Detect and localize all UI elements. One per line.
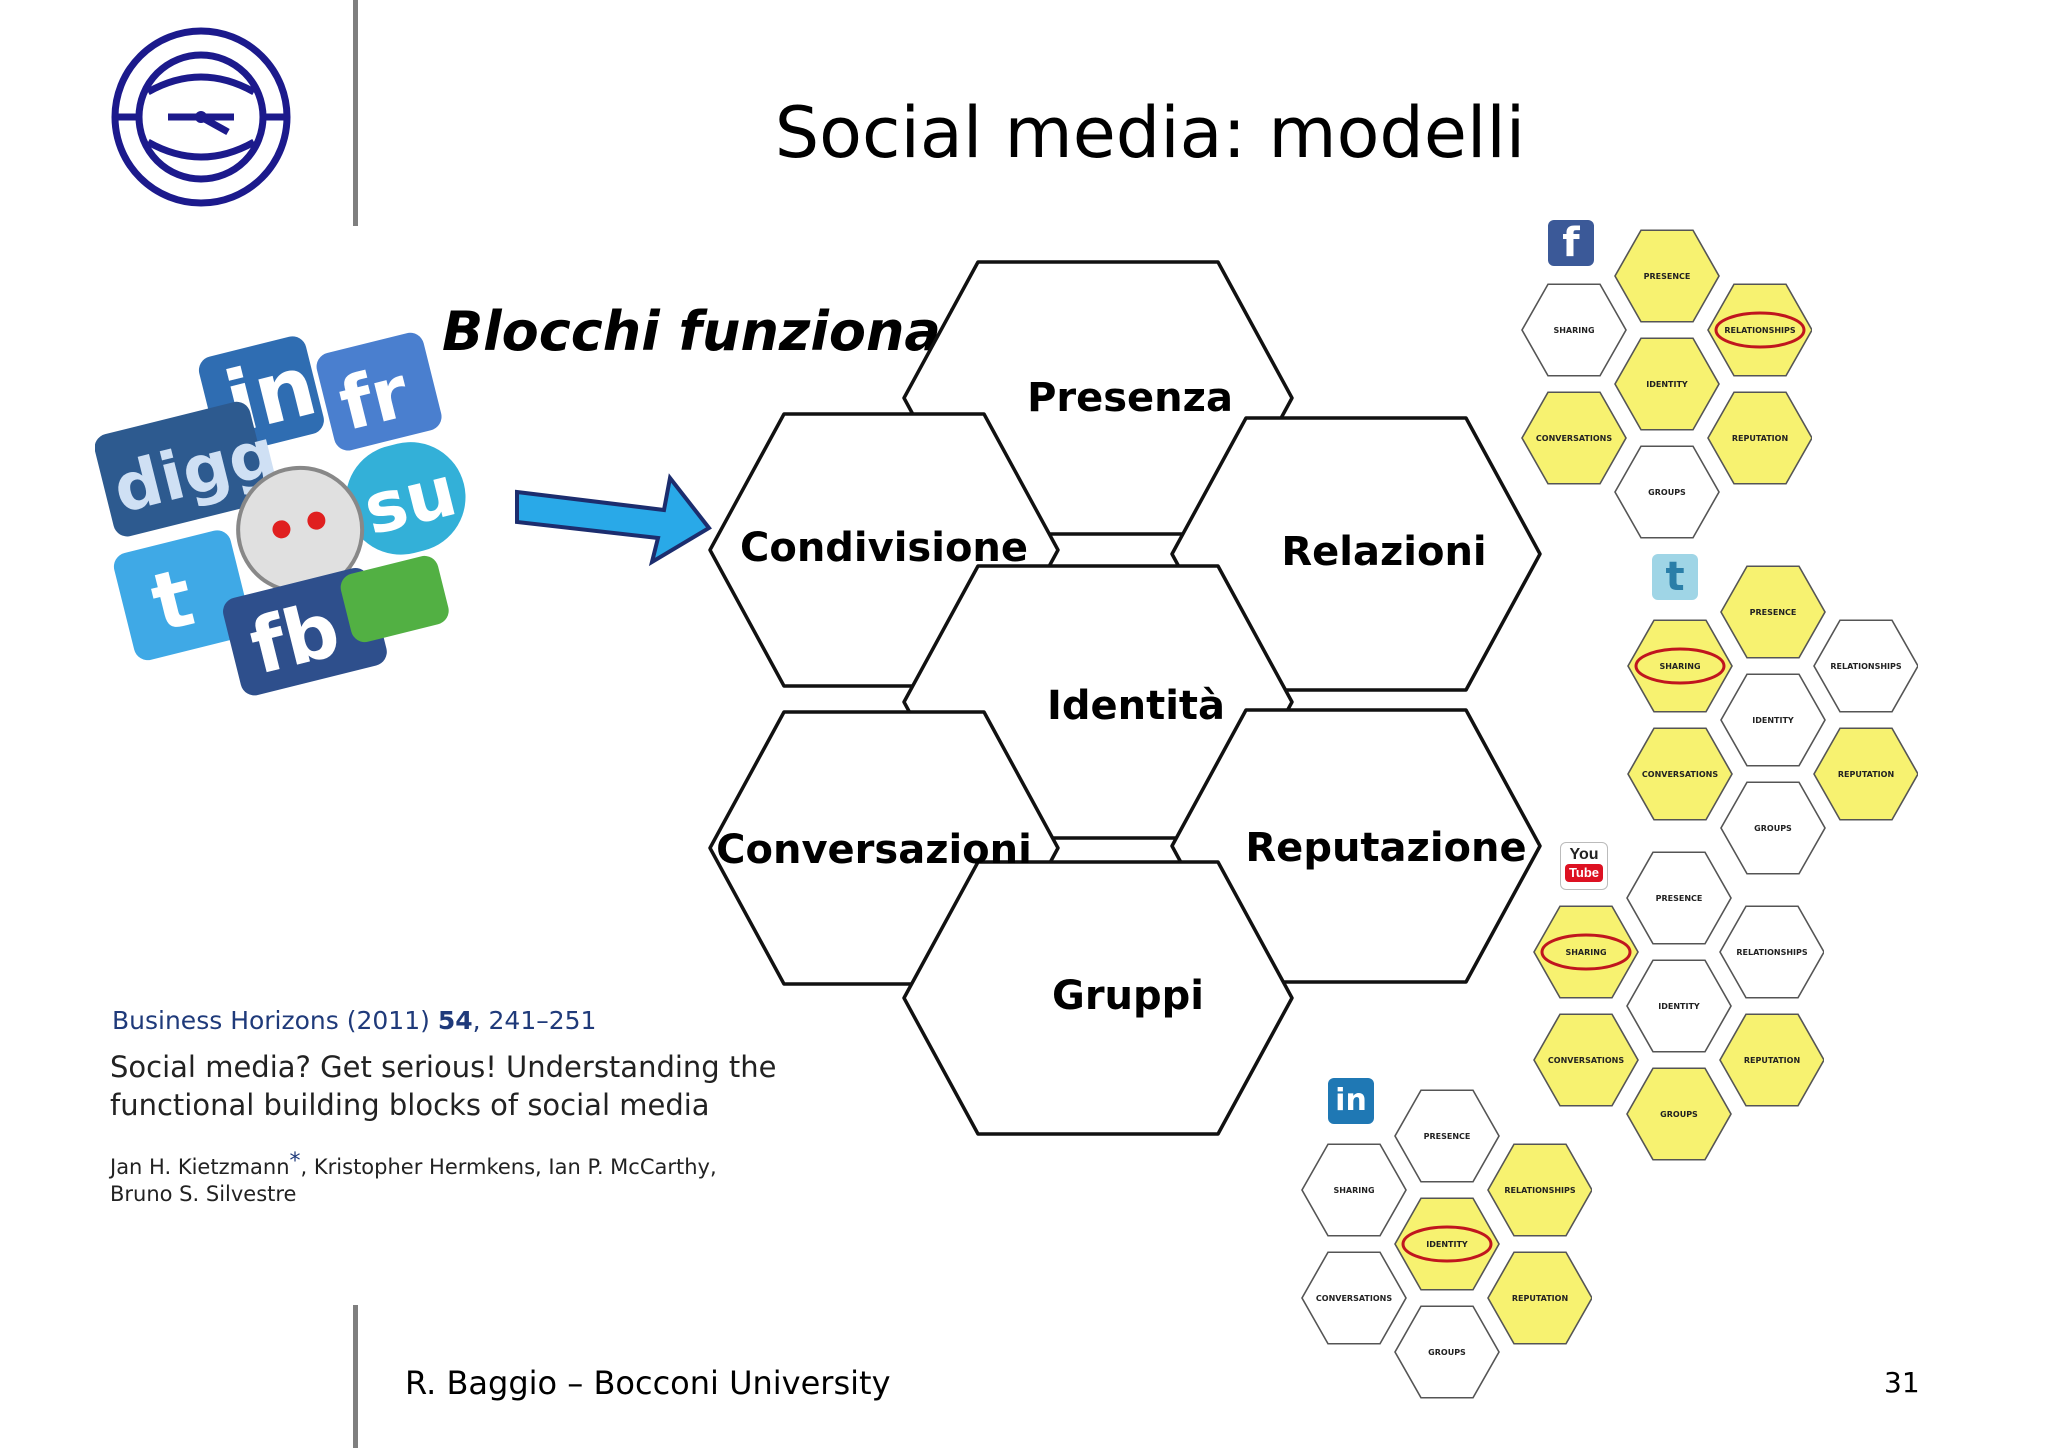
youtube-cell-label-conversations: CONVERSATIONS <box>1548 1056 1624 1065</box>
facebook-cell-label-reputation: REPUTATION <box>1732 434 1788 443</box>
twitter-tile <box>113 530 252 661</box>
facebook-honeycomb: SHARING PRESENCE RELATIONSHIPS IDENTITY CONV… <box>1521 229 1812 539</box>
facebook-cell-label-sharing: SHARING <box>1553 326 1594 335</box>
twitter-highlight-ring <box>1634 647 1726 685</box>
linkedin-highlight-ring <box>1401 1225 1493 1263</box>
facebook-cell-relationships <box>1707 283 1812 377</box>
linkedin-cell-label-groups: GROUPS <box>1428 1348 1466 1357</box>
facebook-cell-groups <box>1614 445 1720 539</box>
linkedin-honeycomb: SHARING PRESENCE RELATIONSHIPS IDENTITY CONV… <box>1301 1089 1592 1399</box>
twitter-cell-label-reputation: REPUTATION <box>1838 770 1894 779</box>
facebook-cell-label-identity: IDENTITY <box>1646 380 1688 389</box>
youtube-cell-label-identity: IDENTITY <box>1658 1002 1700 1011</box>
youtube-cell-presence <box>1626 851 1732 945</box>
twitter-cell-label-identity: IDENTITY <box>1752 716 1794 725</box>
hex-label-groups: Gruppi <box>1051 973 1205 1019</box>
facebook-cell-label-conversations: CONVERSATIONS <box>1536 434 1612 443</box>
twitter-icon: t <box>1652 554 1698 600</box>
linkedin-cell-label-presence: PRESENCE <box>1424 1132 1471 1141</box>
linkedin-cell-label-sharing: SHARING <box>1333 1186 1374 1195</box>
facebook-cell-label-presence: PRESENCE <box>1644 272 1691 281</box>
facebook-icon: f <box>1548 220 1594 266</box>
linkedin-cell-reputation <box>1487 1251 1592 1345</box>
main-honeycomb <box>708 260 1542 1136</box>
facebook-highlight-ring <box>1714 311 1806 349</box>
youtube-cell-identity <box>1626 959 1732 1053</box>
facebook-cell-sharing <box>1521 283 1627 377</box>
social-media-icons-collage: in fr digg su t fb <box>95 332 466 696</box>
youtube-honeycomb: SHARING PRESENCE RELATIONSHIPS IDENTITY CONV… <box>1533 851 1824 1161</box>
digg-tile <box>95 401 270 537</box>
twitter-cell-groups <box>1720 781 1826 875</box>
youtube-highlight-ring <box>1540 933 1632 971</box>
hex-label-identity: Identità <box>1046 683 1226 729</box>
linkedin-cell-label-reputation: REPUTATION <box>1512 1294 1568 1303</box>
hex-label-relationships: Relazioni <box>1281 529 1487 575</box>
arrow-right-icon <box>515 473 712 567</box>
friendfeed-tile <box>316 332 442 451</box>
reference-journal: Business Horizons (2011) 54, 241–251 <box>112 1006 597 1035</box>
facebook-cell-reputation <box>1707 391 1812 485</box>
facebook-cell-conversations <box>1521 391 1627 485</box>
footer-author: R. Baggio – Bocconi University <box>405 1364 891 1402</box>
stumbleupon-tile <box>345 442 466 555</box>
twitter-cell-label-conversations: CONVERSATIONS <box>1642 770 1718 779</box>
reference-authors: Jan H. Kietzmann*, Kristopher Hermkens, … <box>110 1149 717 1206</box>
youtube-cell-conversations <box>1533 1013 1639 1107</box>
twitter-cell-reputation <box>1813 727 1918 821</box>
twitter-cell-identity <box>1720 673 1826 767</box>
page-number: 31 <box>1884 1366 1920 1399</box>
twitter-cell-label-presence: PRESENCE <box>1750 608 1797 617</box>
youtube-cell-label-sharing: SHARING <box>1565 948 1606 957</box>
youtube-cell-relationships <box>1719 905 1824 999</box>
linkedin-cell-sharing <box>1301 1143 1407 1237</box>
linkedin-cell-label-conversations: CONVERSATIONS <box>1316 1294 1392 1303</box>
twitter-cell-relationships <box>1813 619 1918 713</box>
youtube-cell-label-reputation: REPUTATION <box>1744 1056 1800 1065</box>
youtube-cell-groups <box>1626 1067 1732 1161</box>
facebook-cell-label-groups: GROUPS <box>1648 488 1686 497</box>
twitter-cell-label-relationships: RELATIONSHIPS <box>1830 662 1902 671</box>
svg-text:fb: fb <box>242 584 348 692</box>
hex-label-conversations: Conversazioni <box>716 827 1032 873</box>
green-tile <box>340 555 449 643</box>
linkedin-cell-conversations <box>1301 1251 1407 1345</box>
facebook-cell-presence <box>1614 229 1720 323</box>
linkedin-cell-identity <box>1394 1197 1500 1291</box>
youtube-cell-reputation <box>1719 1013 1824 1107</box>
hex-relationships <box>1170 416 1542 692</box>
linkedin-cell-label-relationships: RELATIONSHIPS <box>1504 1186 1576 1195</box>
twitter-cell-presence <box>1720 565 1826 659</box>
hex-label-presence: Presenza <box>1027 375 1233 421</box>
linkedin-cell-relationships <box>1487 1143 1592 1237</box>
bottom-separator <box>353 1305 358 1448</box>
facebook-cell-identity <box>1614 337 1720 431</box>
reference-title: Social media? Get serious! Understanding… <box>110 1050 777 1122</box>
twitter-cell-label-sharing: SHARING <box>1659 662 1700 671</box>
twitter-cell-conversations <box>1627 727 1733 821</box>
hex-label-sharing: Condivisione <box>739 525 1029 571</box>
linkedin-icon: in <box>1328 1078 1374 1124</box>
hex-label-reputation: Reputazione <box>1245 825 1527 871</box>
youtube-cell-label-relationships: RELATIONSHIPS <box>1736 948 1808 957</box>
linkedin-cell-presence <box>1394 1089 1500 1183</box>
twitter-cell-label-groups: GROUPS <box>1754 824 1792 833</box>
hex-reputation <box>1170 708 1542 984</box>
youtube-cell-label-groups: GROUPS <box>1660 1110 1698 1119</box>
slide-subtitle: Blocchi funzionali <box>442 300 978 363</box>
hex-groups <box>902 860 1294 1136</box>
youtube-cell-label-presence: PRESENCE <box>1656 894 1703 903</box>
twitter-honeycomb: SHARING PRESENCE RELATIONSHIPS IDENTITY CONV… <box>1627 565 1918 875</box>
youtube-cell-sharing <box>1533 905 1639 999</box>
facebook-cell-label-relationships: RELATIONSHIPS <box>1724 326 1796 335</box>
university-logo <box>111 27 291 207</box>
linkedin-cell-label-identity: IDENTITY <box>1426 1240 1468 1249</box>
slide-title: Social media: modelli <box>774 92 1526 174</box>
twitter-cell-sharing <box>1627 619 1733 713</box>
top-separator <box>353 0 358 226</box>
linkedin-cell-groups <box>1394 1305 1500 1399</box>
